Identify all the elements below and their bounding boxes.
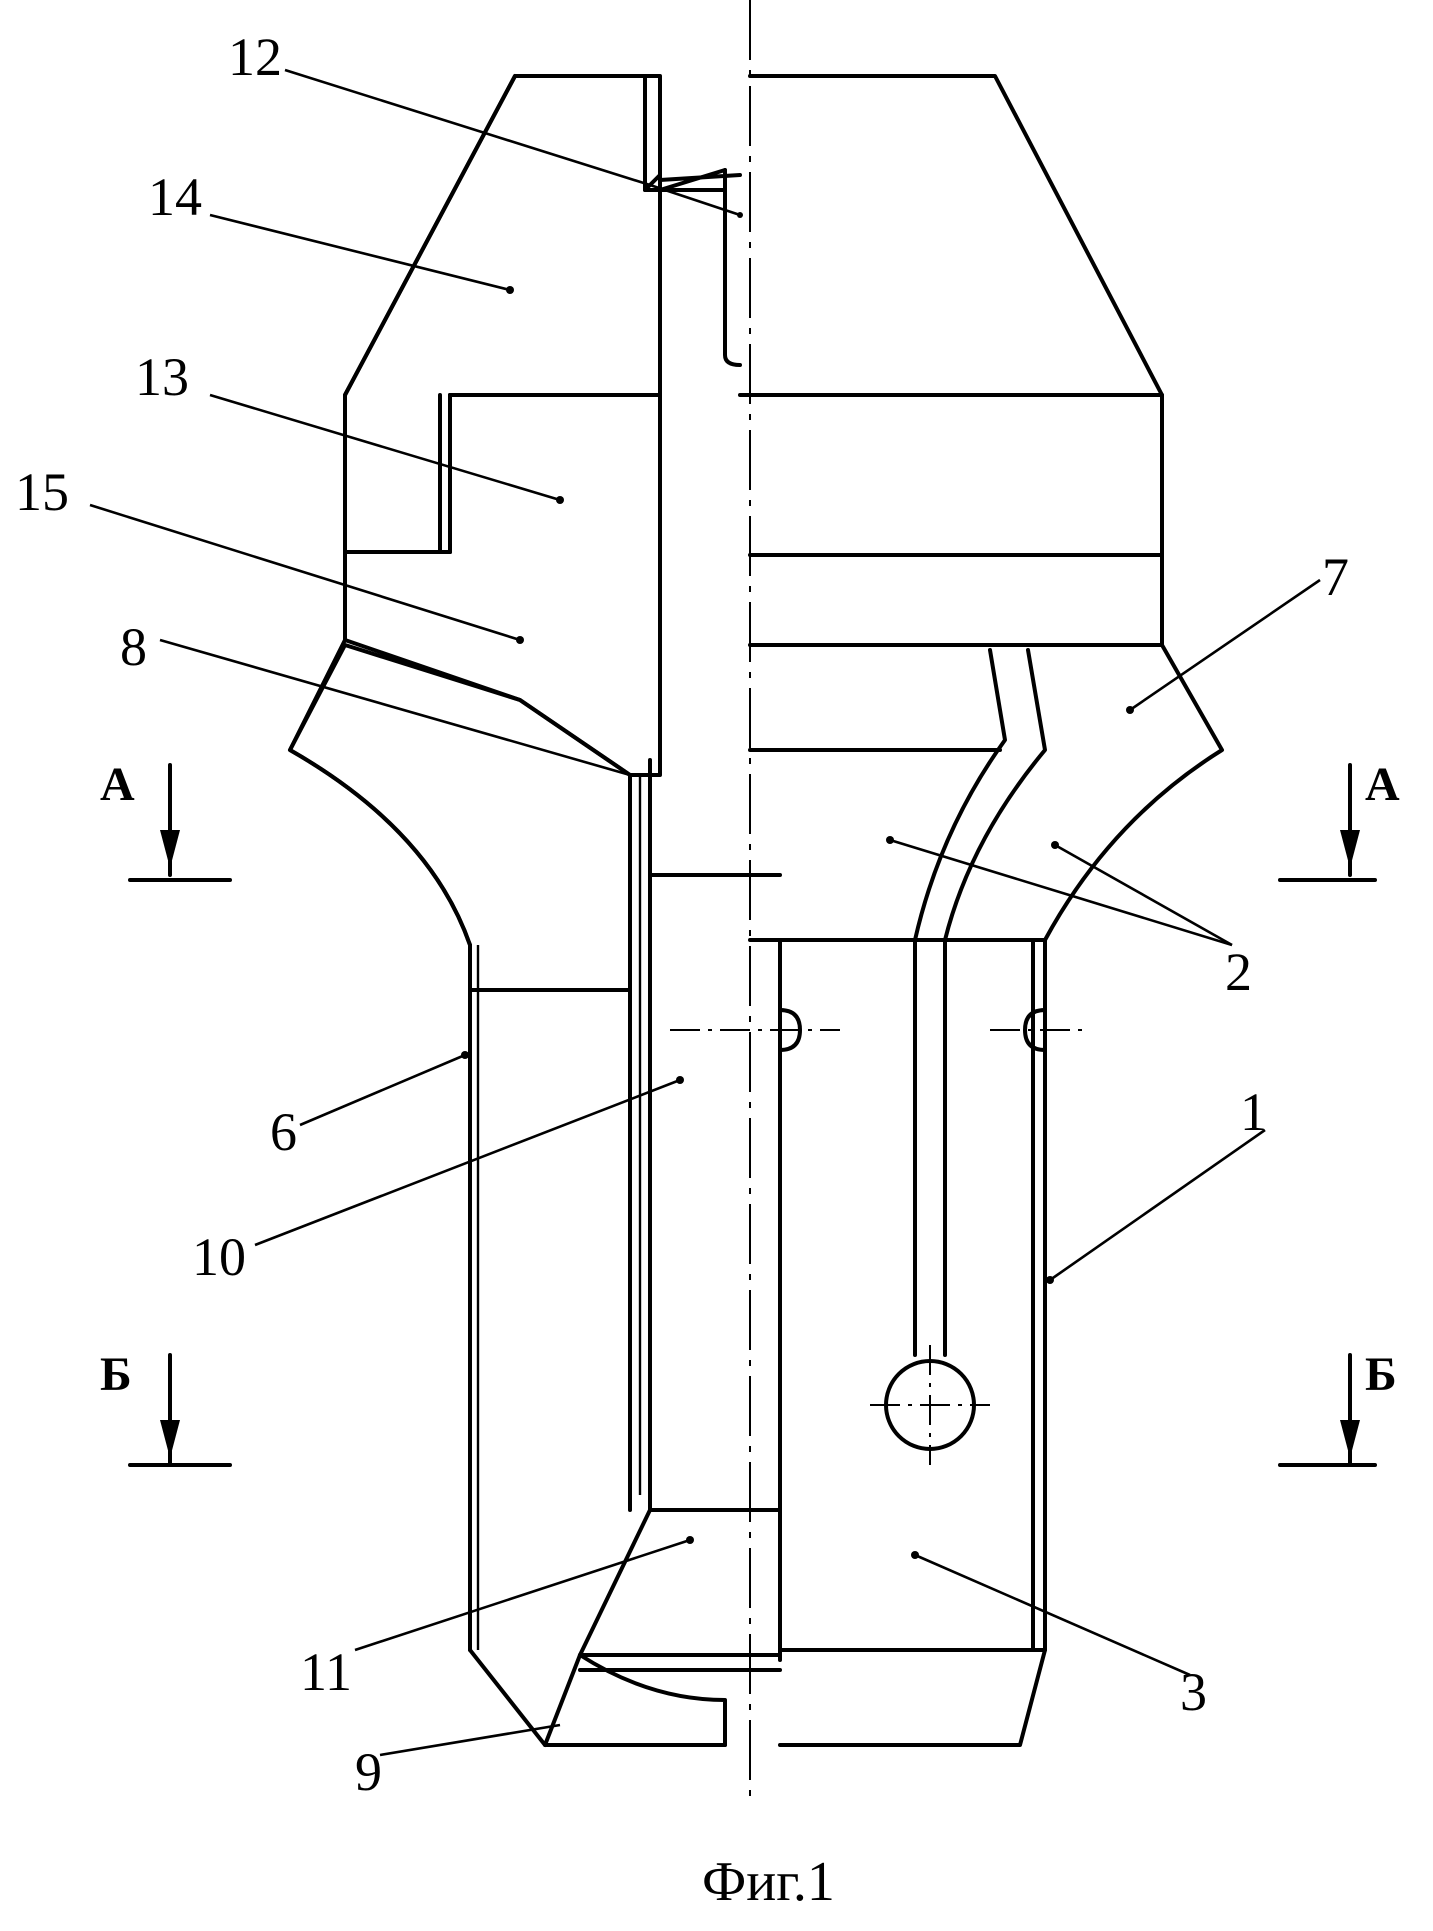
label-3: 3 <box>1180 1662 1207 1722</box>
body-right-top <box>750 76 1162 645</box>
label-8: 8 <box>120 617 147 677</box>
label-13: 13 <box>135 347 189 407</box>
part-11-bevel <box>545 1510 650 1745</box>
slot-2 <box>915 650 1005 1355</box>
part-8-section <box>290 645 630 990</box>
section-label-a-right: А <box>1365 758 1400 811</box>
figure-caption: Фиг.1 <box>702 1851 835 1913</box>
label-7: 7 <box>1322 547 1349 607</box>
label-14: 14 <box>148 167 202 227</box>
section-label-b-left: Б <box>100 1348 132 1401</box>
section-mark-b-right <box>1280 1355 1375 1465</box>
part-13-step <box>440 395 450 552</box>
label-10: 10 <box>192 1227 246 1287</box>
section-mark-a-right <box>1280 765 1375 880</box>
label-15: 15 <box>15 462 69 522</box>
section-label-a-left: А <box>100 758 135 811</box>
label-12: 12 <box>228 27 282 87</box>
label-2: 2 <box>1225 942 1252 1002</box>
section-mark-a-left <box>130 765 230 880</box>
section-mark-b-left <box>130 1355 230 1465</box>
label-9: 9 <box>355 1742 382 1802</box>
part-13-15-section <box>345 395 660 775</box>
label-6: 6 <box>270 1102 297 1162</box>
part-14-section <box>345 76 660 552</box>
label-11: 11 <box>300 1642 352 1702</box>
label-1: 1 <box>1240 1082 1267 1142</box>
body-right-lower <box>750 940 1045 1745</box>
section-label-b-right: Б <box>1365 1348 1397 1401</box>
